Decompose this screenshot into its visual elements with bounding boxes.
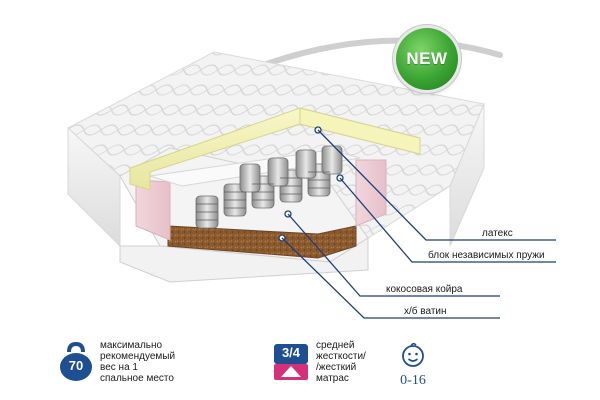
firmness-text-line: /жесткий <box>316 362 357 373</box>
mattress-right-side <box>449 103 485 247</box>
weight-text-line: рекомендуемый <box>100 351 176 362</box>
new-badge: NEW <box>396 28 458 90</box>
weight-text-line: спальное место <box>100 373 174 384</box>
age-value: 0-16 <box>400 373 426 388</box>
firmness-text-line: жесткости/ <box>316 351 366 362</box>
firmness-text-line: средней <box>316 340 355 351</box>
feature-age: 0-16 <box>390 342 436 389</box>
new-badge-label: NEW <box>406 49 448 68</box>
layer-label-coconut: кокосовая койра <box>386 284 463 295</box>
spring-block <box>195 145 343 229</box>
layer-label-cotton: х/б ватин <box>404 306 447 317</box>
weight-text-line: максимально <box>100 340 163 351</box>
layer-label-latex: латекс <box>482 228 513 239</box>
pink-foam-right <box>355 159 387 227</box>
pink-foam-left <box>135 179 171 241</box>
firmness-value: 3/4 <box>281 345 301 360</box>
firmness-text: средней жесткости/ /жесткий матрас <box>316 340 366 384</box>
feature-weight: 70 максимально рекомендуемый вес на 1 сп… <box>58 340 175 384</box>
decor-arc <box>247 37 503 73</box>
feature-firmness: 3/4 средней жесткости/ /жесткий матрас <box>272 340 366 384</box>
firmness-icon: 3/4 <box>272 342 310 382</box>
callout-lines <box>278 126 556 319</box>
weight-text: максимально рекомендуемый вес на 1 спаль… <box>100 340 175 384</box>
weight-text-line: вес на 1 <box>100 362 138 373</box>
kettlebell-icon: 70 <box>58 341 94 382</box>
layer-label-springs: блок независимых пружи <box>428 250 545 261</box>
coconut-layer <box>167 225 357 259</box>
firmness-text-line: матрас <box>316 373 349 384</box>
child-face-icon <box>402 342 424 367</box>
weight-value: 70 <box>68 358 84 373</box>
bottom-cover <box>119 237 369 283</box>
